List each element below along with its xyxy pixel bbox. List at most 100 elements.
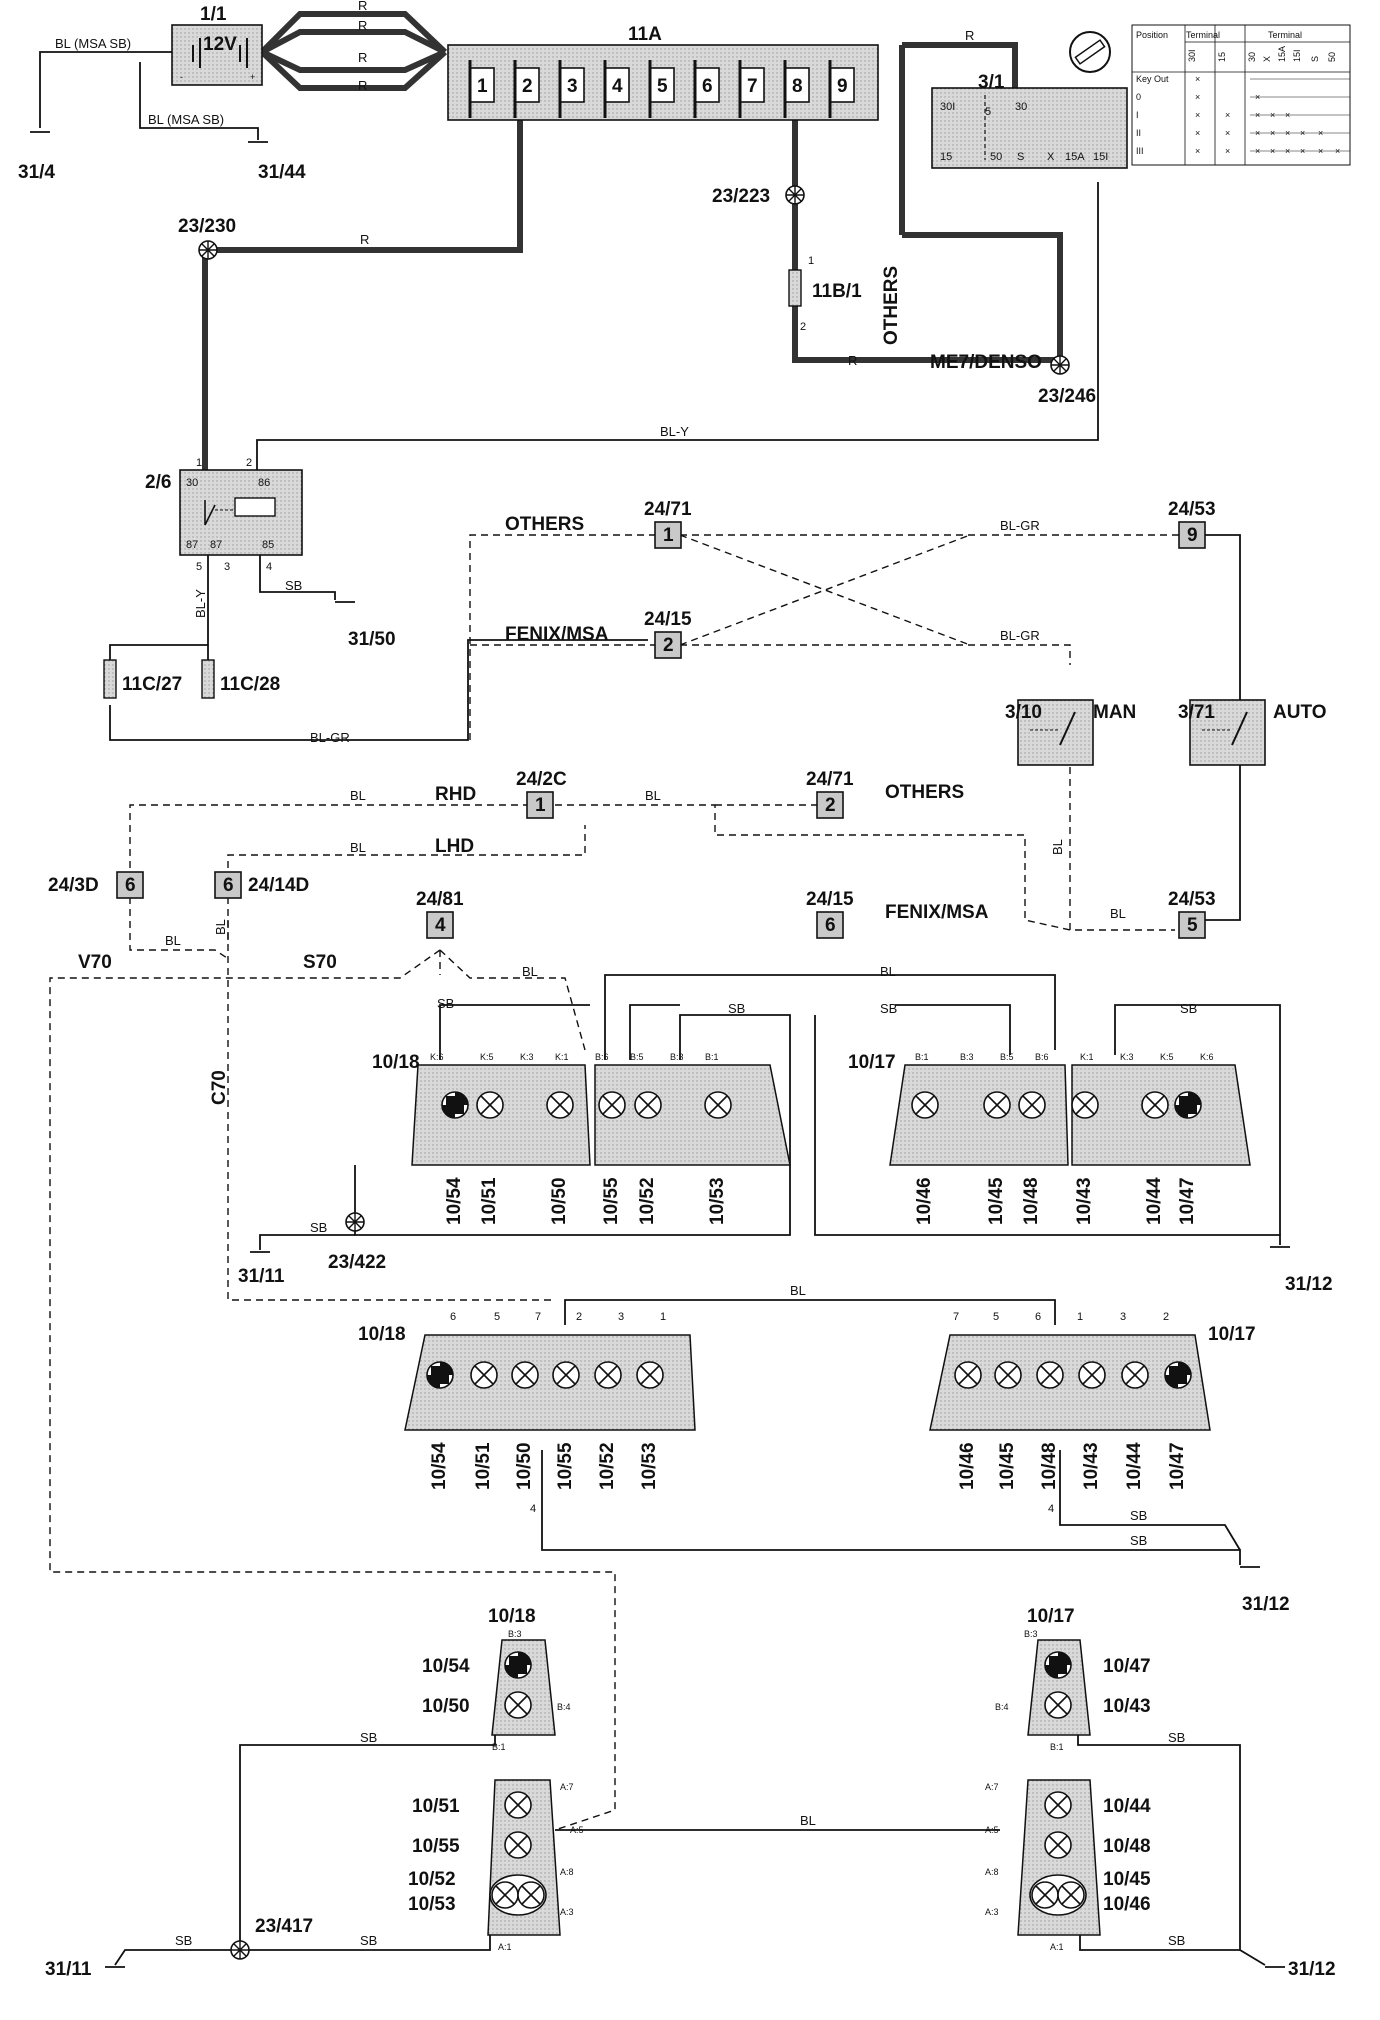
wire-r-ign: R: [965, 28, 974, 43]
connector-box: [1178, 521, 1206, 549]
fuse-number-3: 3: [567, 76, 578, 97]
connector-box: [214, 871, 242, 899]
lamp-label: 10/45: [1103, 1869, 1151, 1890]
wire-bl-2: BL: [350, 840, 366, 855]
ignition-terminal-5: 5: [985, 106, 991, 118]
pin-label: K:1: [1080, 1052, 1094, 1062]
key-table-mark: ×: [1195, 92, 1200, 102]
battery-wire-ground: BL (MSA SB): [148, 112, 224, 127]
ignition-terminal-15I: 15I: [1093, 151, 1108, 163]
wire-sb-5: SB: [310, 1220, 327, 1235]
wire-sb-11: SB: [1168, 1730, 1185, 1745]
lamp-10-44: [1121, 1361, 1149, 1389]
lamp-label: 10/55: [412, 1836, 460, 1857]
relay-pin-87: 87: [186, 539, 198, 551]
wire-sb-2: SB: [728, 1001, 745, 1016]
ground-31-12c: 31/12: [1288, 1959, 1336, 1980]
lamp-10-51: [476, 1091, 504, 1119]
key-table-row: I: [1136, 110, 1139, 120]
fenix-label-2: FENIX/MSA: [885, 902, 989, 923]
pin-label: K:6: [1200, 1052, 1214, 1062]
relay-pin-num: 3: [224, 561, 230, 573]
lamp-v70-right: [1044, 1831, 1072, 1859]
pin-label: B:1: [1050, 1742, 1064, 1752]
connector-pin: 2: [825, 795, 836, 816]
lamp-label: 10/52: [408, 1869, 456, 1890]
battery: - +: [171, 24, 263, 86]
switch-man: [1017, 699, 1094, 766]
wire-r-4: R: [358, 78, 367, 93]
wire-bl-8: BL: [522, 964, 538, 979]
relay-pin-num: 5: [196, 561, 202, 573]
key-position-table: [1131, 24, 1351, 166]
lamp-label: 10/47: [1103, 1656, 1151, 1677]
wire-sb-relay: SB: [285, 578, 302, 593]
wire-bl-1: BL: [350, 788, 366, 803]
me7-label: ME7/DENSO: [930, 352, 1042, 373]
pin-label: 4: [1048, 1503, 1054, 1515]
lamp-10-47: [1174, 1091, 1202, 1119]
connector-name: 24/71: [644, 499, 692, 520]
ground-31-12a: 31/12: [1285, 1274, 1333, 1295]
splice-23-417-label: 23/417: [255, 1916, 313, 1937]
pin-label: 4: [530, 1503, 536, 1515]
lamp-label: 10/55: [601, 1177, 622, 1225]
fuse-11b-label: 11B/1: [812, 281, 862, 302]
splice-23-246: [1050, 355, 1070, 375]
pin-label: B:3: [508, 1629, 522, 1639]
splice-23-223: [785, 185, 805, 205]
connector-name: 24/14D: [248, 875, 309, 896]
lamp-10-54: [504, 1651, 532, 1679]
connector-box: [816, 791, 844, 819]
pin-label: 7: [535, 1311, 541, 1323]
lamp-label: 10/44: [1103, 1796, 1151, 1817]
pin-label: 5: [494, 1311, 500, 1323]
fenix-label: FENIX/MSA: [505, 624, 609, 645]
relay-pin-num: 2: [246, 457, 252, 469]
lamp-label: 10/50: [514, 1442, 535, 1490]
key-table-col-X: X: [1262, 56, 1272, 62]
key-table-col-15I: 15I: [1292, 49, 1302, 62]
v70-left-name: 10/18: [488, 1606, 536, 1627]
connector-box: [426, 911, 454, 939]
pin-label: B:5: [1000, 1052, 1014, 1062]
c70-label: C70: [209, 1070, 230, 1105]
pin-label: B:4: [557, 1702, 571, 1712]
pin-label: 1: [1077, 1311, 1083, 1323]
lamp-10-50: [511, 1361, 539, 1389]
ignition-switch: [931, 31, 1128, 169]
wire-bl-3: BL: [645, 788, 661, 803]
key-table-mark: ×: [1225, 146, 1230, 156]
lamp-label: 10/53: [707, 1177, 728, 1225]
lamp-10-44: [1141, 1091, 1169, 1119]
splice-23-246-label: 23/246: [1038, 386, 1096, 407]
lamp-label: 10/54: [429, 1442, 450, 1490]
connector-pin: 6: [825, 915, 836, 936]
c70-lamp-housings: [404, 1334, 1211, 1431]
wire-bl-y: BL-Y: [660, 424, 689, 439]
lamp-10-52: [594, 1361, 622, 1389]
pin-label: B:1: [705, 1052, 719, 1062]
fuse-5: [649, 67, 675, 103]
pin-label: 2: [1163, 1311, 1169, 1323]
wire-sb-9: SB: [175, 1933, 192, 1948]
lamp-10-53: [704, 1091, 732, 1119]
lamp-10-45: [1031, 1881, 1059, 1909]
ignition-terminal-50: 50: [990, 151, 1002, 163]
lamp-label: 10/48: [1039, 1442, 1060, 1490]
wire-sb-12: SB: [1168, 1933, 1185, 1948]
pin-label: B:1: [492, 1742, 506, 1752]
fuse-number-7: 7: [747, 76, 758, 97]
connector-pin: 1: [663, 525, 674, 546]
wire-sb-10: SB: [360, 1933, 377, 1948]
lamp-10-45: [983, 1091, 1011, 1119]
key-table-mark: ×: [1195, 74, 1200, 84]
battery-name: 1/1: [200, 4, 227, 25]
pin-label: A:8: [560, 1867, 574, 1877]
lamp-10-48: [1036, 1361, 1064, 1389]
battery-voltage: 12V: [203, 34, 237, 55]
connector-pin: 2: [663, 635, 674, 656]
wire-r-3: R: [358, 50, 367, 65]
